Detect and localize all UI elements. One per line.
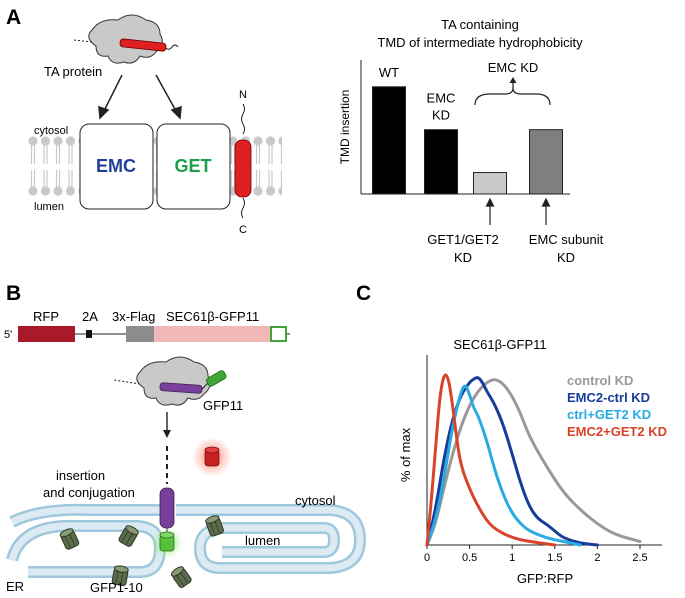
bar-2	[424, 129, 458, 195]
linker-b	[201, 382, 209, 390]
series-line-1	[425, 378, 642, 547]
bar-label-2: KD	[432, 108, 450, 123]
gfp110-barrel-icon	[169, 564, 193, 590]
t2a-segment	[86, 330, 92, 338]
x-tick-label: 2.5	[632, 552, 647, 564]
sec61-label: SEC61β-GFP11	[166, 309, 259, 324]
er-membrane	[6, 503, 367, 578]
annotation-get-kd-line1: GET1/GET2	[427, 232, 499, 247]
bar-chart-title-line1: TA containing	[441, 17, 519, 32]
panel-letter-b: B	[6, 282, 21, 305]
series-line-4	[425, 373, 557, 547]
rfp-label: RFP	[33, 309, 59, 324]
bar-label-1: WT	[379, 65, 399, 80]
c-tail	[241, 197, 245, 219]
rfp-segment	[18, 326, 75, 342]
purple-tmd	[159, 382, 203, 394]
gfp11-segment	[270, 326, 287, 342]
legend-item-2: EMC2-ctrl KD	[567, 390, 650, 405]
insertion-label-line2: and conjugation	[43, 485, 135, 500]
x-tick-label: 1.5	[547, 552, 562, 564]
inserted-purple-helix	[159, 487, 175, 529]
annotation-emc-subunit-line2: KD	[557, 250, 575, 265]
sec61-segment	[154, 326, 270, 342]
x-tick-label: 0.5	[462, 552, 477, 564]
n-terminus-label: N	[239, 89, 247, 101]
emc-label: EMC	[96, 156, 136, 176]
x-tick-label: 0	[424, 552, 430, 564]
annotation-emc-subunit-line1: EMC subunit	[529, 232, 604, 247]
gfp110-label: GFP1-10	[90, 580, 143, 595]
bar-4	[529, 129, 563, 195]
five-prime-label: 5'	[4, 329, 12, 341]
gfp11-label: GFP11	[203, 398, 243, 413]
series-line-3	[425, 384, 582, 547]
bar-chart-ylabel: TMD insertion	[338, 90, 352, 165]
histogram-ylabel: % of max	[398, 427, 413, 482]
inserted-ta-helix	[234, 139, 252, 198]
ta-tmd-red	[119, 38, 167, 52]
bar-label-2: EMC	[427, 91, 456, 106]
bracket-arrowhead	[509, 77, 517, 83]
bracket-label: EMC KD	[488, 60, 539, 75]
cytosol-label-a: cytosol	[34, 125, 68, 137]
panel-letter-a: A	[6, 6, 21, 29]
ribosome-icon-b	[136, 356, 211, 406]
flag-segment	[126, 326, 154, 342]
flag-label: 3x-Flag	[112, 309, 155, 324]
cytosol-label-b: cytosol	[295, 493, 336, 508]
arrows-a	[98, 74, 182, 120]
lumen-label-a: lumen	[34, 201, 64, 213]
t2a-label: 2A	[82, 309, 98, 324]
histogram-x-ticks: 0 0.5 1 1.5 2 2.5	[424, 545, 648, 564]
histogram-series	[425, 373, 642, 547]
get-label: GET	[174, 156, 211, 176]
gfp11-tag	[206, 370, 227, 387]
x-tick-label: 1	[509, 552, 515, 564]
bar-1	[372, 86, 406, 195]
rfp-barrel-icon	[204, 446, 220, 467]
lumen-label-b: lumen	[245, 533, 280, 548]
insertion-label-line1: insertion	[56, 468, 105, 483]
legend-item-3: ctrl+GET2 KD	[567, 407, 651, 422]
legend-item-1: control KD	[567, 373, 633, 388]
bar-chart-title-line2: TMD of intermediate hydrophobicity	[377, 35, 583, 50]
annotation-get-kd-line2: KD	[454, 250, 472, 265]
construct-diagram	[18, 326, 290, 342]
panel-letter-c: C	[356, 282, 371, 305]
emc-kd-bracket	[474, 87, 551, 106]
bar-chart-category-labels: WT EMC KD	[379, 65, 456, 123]
nascent-chain	[73, 39, 93, 43]
histogram-title: SEC61β-GFP11	[453, 337, 546, 352]
arrow-down-b	[163, 412, 171, 438]
x-tick-label: 2	[594, 552, 600, 564]
nascent-chain-b	[113, 379, 141, 385]
er-label: ER	[6, 579, 24, 594]
bar-annotation-arrows	[485, 197, 551, 225]
n-tail	[241, 103, 245, 135]
ta-c-tail	[165, 44, 179, 50]
histogram-xlabel: GFP:RFP	[517, 571, 573, 586]
legend-item-4: EMC2+GET2 KD	[567, 424, 667, 439]
emc-box	[79, 123, 154, 210]
bar-3	[473, 172, 507, 195]
get-box	[156, 123, 231, 210]
c-terminus-label: C	[239, 224, 247, 236]
bar-chart-bars	[372, 86, 563, 195]
ta-protein-label: TA protein	[44, 64, 102, 79]
gfp-complemented-icon	[159, 531, 175, 552]
histogram-legend: control KD EMC2-ctrl KD ctrl+GET2 KD EMC2+G…	[567, 373, 667, 439]
